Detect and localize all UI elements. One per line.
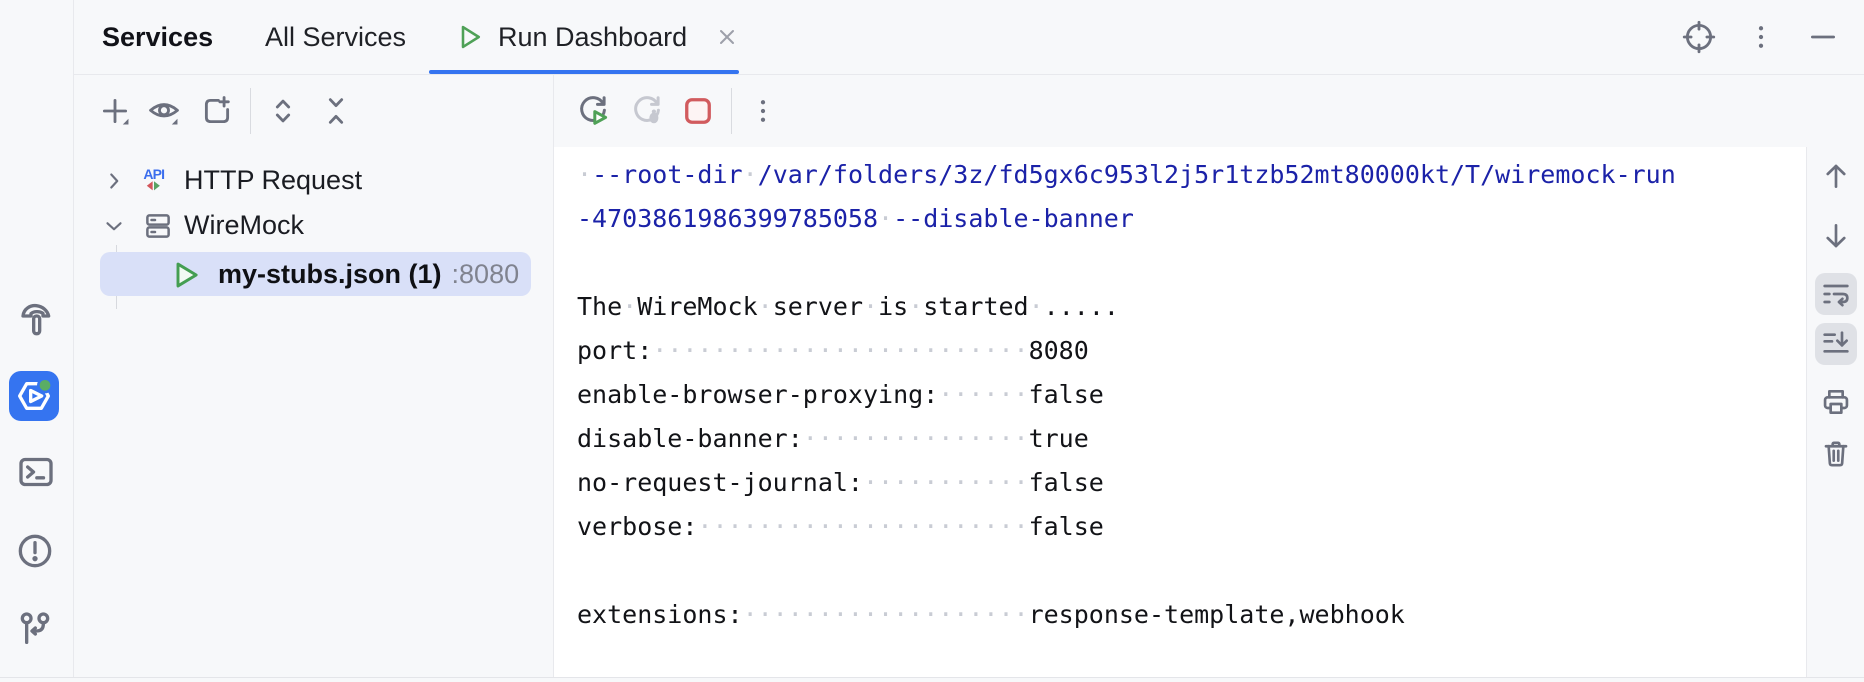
tool-window-header: Services All Services Run Dashboard — [74, 0, 1864, 75]
collapse-all-icon — [319, 94, 353, 128]
console-line — [577, 241, 1676, 285]
selected-row-highlight — [100, 252, 531, 296]
version-control-icon — [15, 609, 55, 649]
console-line: verbose:······················false — [577, 512, 1104, 541]
print-icon — [1820, 386, 1852, 418]
tree-row-http-request[interactable]: API HTTP Request — [74, 158, 553, 203]
console-area[interactable]: ·--root-dir·/var/folders/3z/fd5gx6c953l2… — [554, 147, 1806, 677]
console-line: -4703861986399785058·--disable-banner — [577, 204, 1134, 233]
view-options-eye-icon — [147, 94, 181, 128]
tree-item-label: HTTP Request — [184, 165, 363, 195]
clear-all-button[interactable] — [1815, 433, 1857, 475]
chevron-right-icon[interactable] — [101, 168, 127, 194]
target-locate-button[interactable] — [1680, 18, 1718, 56]
build-hammer-button[interactable] — [16, 300, 56, 340]
rerun-button[interactable] — [574, 92, 612, 130]
panel-divider[interactable] — [553, 75, 554, 677]
console-line: The·WireMock·server·is·started·..... — [577, 292, 1119, 321]
expand-all-icon — [266, 94, 300, 128]
version-control-button[interactable] — [15, 609, 55, 649]
rerun-icon — [575, 93, 611, 129]
minimize-icon — [1807, 21, 1839, 53]
rerun-debug-button-disabled — [628, 92, 666, 130]
up-arrow-icon — [1820, 160, 1852, 192]
print-button[interactable] — [1815, 381, 1857, 423]
chevron-down-icon[interactable] — [101, 213, 127, 239]
services-button-active[interactable] — [9, 371, 59, 421]
expand-all-button[interactable] — [264, 92, 302, 130]
target-locate-icon — [1682, 20, 1716, 54]
tree-item-label: WireMock — [184, 210, 304, 240]
open-in-new-tab-button[interactable] — [198, 92, 236, 130]
soft-wrap-toggle[interactable] — [1814, 273, 1857, 315]
down-arrow-icon — [1820, 220, 1852, 252]
tab-all-services[interactable]: All Services — [265, 0, 406, 74]
tab-label: All Services — [265, 21, 407, 52]
tree-row-my-stubs[interactable]: my-stubs.json (1):8080 — [74, 252, 553, 297]
services-tree: API HTTP Request WireMock — [74, 147, 553, 677]
console-line: enable-browser-proxying:······false — [577, 380, 1104, 409]
console-gutter-toolbar — [1807, 147, 1864, 677]
services-icon — [14, 376, 54, 416]
tool-window-title: Services — [102, 21, 214, 52]
tab-label: Run Dashboard — [498, 21, 688, 52]
scroll-down-button[interactable] — [1815, 215, 1857, 257]
problems-button[interactable] — [15, 531, 55, 571]
kebab-menu-icon — [748, 96, 778, 126]
console-line: port:·························8080 — [577, 336, 1089, 365]
scroll-to-end-icon — [1820, 328, 1852, 360]
add-service-button[interactable] — [96, 92, 134, 130]
collapse-all-button[interactable] — [317, 92, 355, 130]
server-icon — [142, 211, 174, 241]
play-icon — [170, 258, 202, 292]
tree-item-label: my-stubs.json (1):8080 — [218, 259, 520, 289]
stop-icon — [680, 93, 716, 129]
console-line: extensions:···················response-t… — [577, 600, 1405, 629]
view-options-button[interactable] — [145, 92, 183, 130]
problems-icon — [15, 531, 55, 571]
build-hammer-icon — [16, 300, 56, 340]
add-service-icon — [98, 94, 132, 128]
close-icon[interactable] — [715, 25, 739, 49]
clear-all-trash-icon — [1820, 438, 1852, 470]
rerun-debug-icon — [629, 93, 665, 129]
tab-run-dashboard[interactable]: Run Dashboard — [430, 0, 740, 74]
console-menu-button[interactable] — [744, 92, 782, 130]
console-line: no-request-journal:···········false — [577, 468, 1104, 497]
gutter-divider — [1806, 147, 1807, 677]
toolbar-divider — [731, 88, 732, 134]
run-icon — [456, 23, 484, 51]
toolbar-divider — [250, 88, 251, 134]
header-menu-button[interactable] — [1742, 18, 1780, 56]
api-icon: API — [142, 165, 174, 197]
svg-text:API: API — [143, 166, 164, 182]
scroll-up-button[interactable] — [1815, 155, 1857, 197]
stop-button[interactable] — [679, 92, 717, 130]
console-line: ·--root-dir·/var/folders/3z/fd5gx6c953l2… — [577, 160, 1676, 189]
scroll-to-end-toggle[interactable] — [1814, 323, 1857, 365]
kebab-menu-icon — [1746, 22, 1776, 52]
tree-row-wiremock[interactable]: WireMock — [74, 203, 553, 248]
console-line — [577, 549, 1676, 593]
soft-wrap-icon — [1820, 278, 1852, 310]
console-output: ·--root-dir·/var/folders/3z/fd5gx6c953l2… — [577, 153, 1676, 637]
minimize-button[interactable] — [1804, 18, 1842, 56]
console-line: disable-banner:···············true — [577, 424, 1089, 453]
port-suffix: :8080 — [451, 259, 520, 289]
terminal-icon — [15, 452, 57, 492]
terminal-button[interactable] — [15, 452, 57, 492]
active-tab-underline — [429, 70, 739, 74]
window-bottom-edge — [0, 677, 1864, 682]
activity-bar — [0, 0, 74, 677]
open-in-new-tab-icon — [200, 94, 234, 128]
